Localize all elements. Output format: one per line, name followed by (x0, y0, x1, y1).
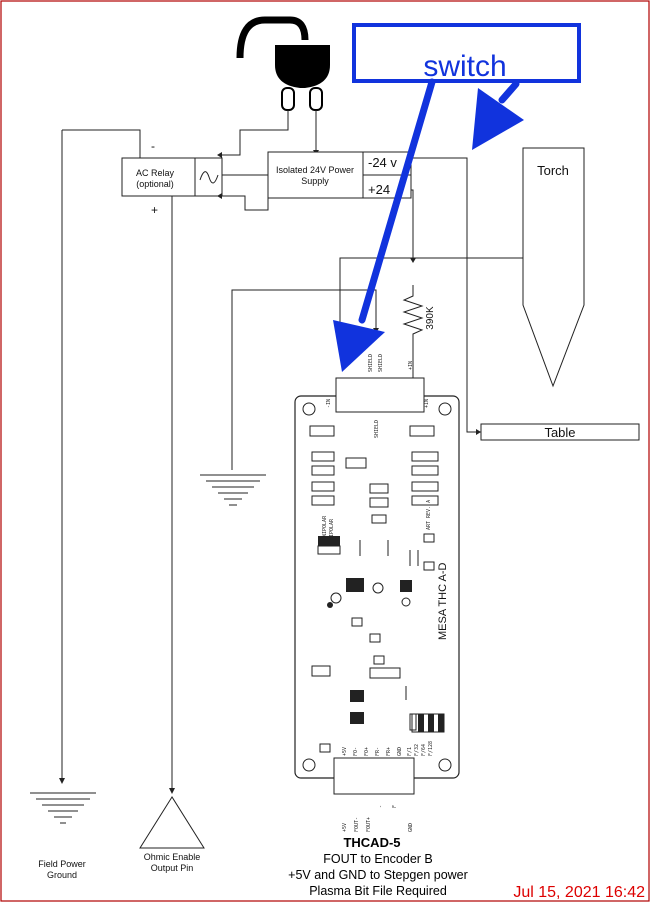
pin-label-f: F (392, 805, 398, 808)
relay-label-2: (optional) (136, 179, 174, 189)
thcad-board: -IN +IN SHIELD UNIPOLAR BIPOLAR MESA THC… (294, 377, 460, 795)
silk-plus-in: +IN (424, 399, 430, 408)
switch-box (352, 23, 581, 83)
timestamp: Jul 15, 2021 16:42 (513, 884, 645, 901)
header-label-9: F/128 (428, 741, 434, 756)
table-box (480, 423, 640, 441)
top-connector (335, 377, 425, 413)
switch-arrow-2 (498, 80, 520, 104)
field-ground-label-2: Ground (47, 870, 77, 880)
supply-label-2: Supply (301, 176, 329, 186)
torch-to-board-wire (339, 257, 523, 330)
silk-bipolar: BIPOLAR (329, 518, 335, 540)
caption-title: THCAD-5 (343, 835, 400, 850)
header-label-0: +5V (342, 747, 348, 756)
switch-arrow-1 (358, 78, 436, 324)
torch-label: Torch (537, 163, 569, 178)
pin-label-gnd: GND (408, 823, 414, 832)
ohmic-label-2: Output Pin (151, 863, 194, 873)
header-label-1: FO- (353, 747, 359, 756)
caption-line-1: FOUT to Encoder B (323, 852, 433, 866)
relay-minus: - (151, 139, 155, 153)
table-label: Table (544, 425, 575, 440)
silk-shield: SHIELD (374, 420, 380, 438)
supply-plus-terminal: +24 (368, 182, 390, 197)
silk-minus-in: -IN (326, 399, 332, 408)
shield-label-2: SHIELD (378, 354, 384, 372)
bottom-connector (333, 757, 415, 795)
shield-label-1: SHIELD (368, 354, 374, 372)
field-ground-label-1: Field Power (38, 859, 86, 869)
resistor-390k: 390K (402, 285, 436, 378)
caption-line-2: +5V and GND to Stepgen power (288, 868, 468, 882)
pin-label-minus: - (378, 805, 384, 808)
relay-label-1: AC Relay (136, 168, 175, 178)
shield-ground-wire (231, 289, 377, 470)
resistor-label: 390K (425, 306, 436, 330)
supply-to-table-wire (411, 157, 481, 433)
board-rev: ART REV. A (426, 500, 432, 530)
plug-to-relay-wire (222, 110, 289, 156)
supply-minus-terminal: -24 v (368, 155, 397, 170)
pin-label-5v: +5V (342, 823, 348, 832)
header-label-6: F/1 (407, 747, 413, 756)
relay-plus: + (151, 203, 158, 217)
switch-arrowhead-1 (333, 320, 385, 372)
pin-label-fout-minus: FOUT- (354, 817, 360, 832)
switch-label: switch (423, 50, 506, 83)
torch: Torch (522, 147, 585, 388)
header-label-3: FR- (375, 747, 381, 756)
silk-unipolar: UNIPOLAR (322, 515, 328, 540)
header-label-4: FR+ (386, 747, 392, 756)
power-supply: Isolated 24V Power Supply -24 v +24 (267, 151, 412, 199)
plug-icon (236, 16, 330, 111)
switch-arrowhead-2 (472, 88, 524, 150)
relay-to-ground-wire (62, 129, 141, 158)
header-label-5: GND (397, 747, 403, 756)
ohmic-label-1: Ohmic Enable (144, 852, 201, 862)
pin-label-fout-plus: FOUT+ (366, 817, 372, 832)
ac-relay: AC Relay (optional) - + (121, 139, 223, 217)
field-ground-symbol (30, 792, 96, 824)
in-label: +IN (408, 361, 414, 370)
board-brand: MESA THC A-D (437, 563, 449, 640)
ohmic-output-triangle (139, 796, 205, 849)
supply-label-1: Isolated 24V Power (276, 165, 354, 175)
caption-line-3: Plasma Bit File Required (309, 884, 447, 898)
header-label-8: F/64 (421, 744, 427, 756)
header-label-2: FO+ (364, 747, 370, 756)
shield-ground-symbol (200, 474, 266, 506)
header-label-7: F/32 (414, 744, 420, 756)
